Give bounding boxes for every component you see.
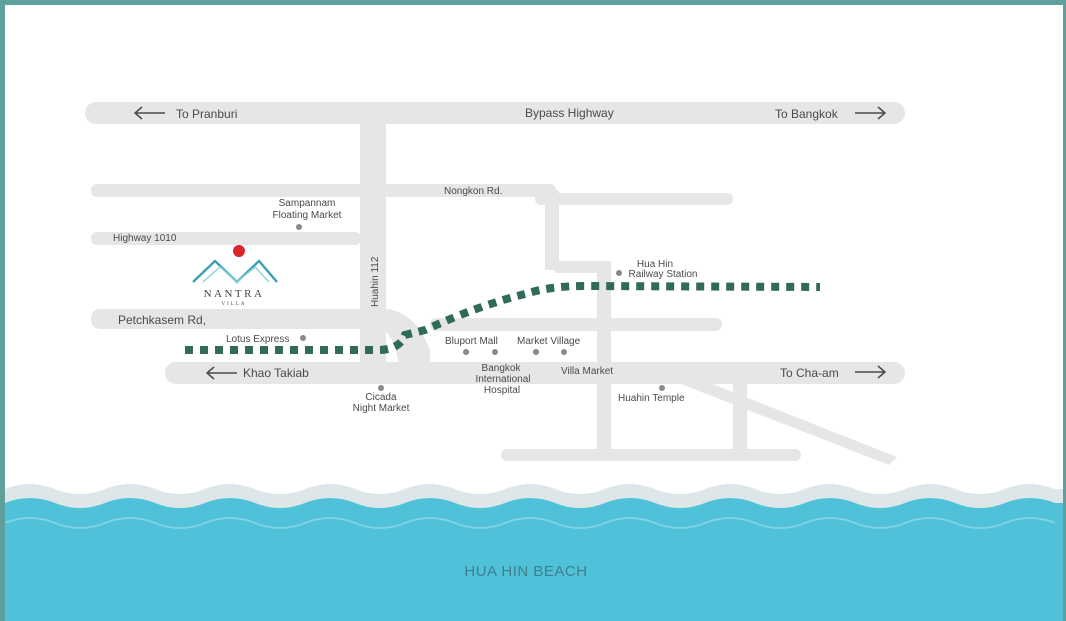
railway-line (185, 281, 821, 354)
market-village-label: Market Village (517, 336, 581, 347)
poi-dot (492, 349, 498, 355)
poi-dot (300, 335, 306, 341)
highway-1010-label: Highway 1010 (113, 233, 177, 244)
location-map: To Pranburi Bypass Highway To Bangkok No… (5, 102, 1063, 621)
highway-1010-road (91, 232, 361, 245)
market-village: Market Village (517, 336, 581, 355)
poi-dot (561, 349, 567, 355)
khao-takiab-arrow (205, 366, 237, 380)
mountain-sun-icon (192, 259, 278, 284)
huahin-112-road (360, 118, 386, 368)
khao-takiab-label: Khao Takiab (243, 366, 309, 380)
logo-sub: VILLA (222, 302, 247, 307)
sea-wave-line (5, 517, 1056, 529)
map-frame: To Pranburi Bypass Highway To Bangkok No… (5, 5, 1063, 621)
nongkon-vertical-road (545, 190, 559, 270)
bangkok-international-hospital: Bangkok International Hospital (475, 363, 530, 396)
to-bangkok-label: To Bangkok (775, 107, 839, 121)
logo-sun (233, 245, 245, 257)
to-pranburi-label: To Pranburi (176, 107, 237, 121)
to-cha-am-arrow (855, 365, 887, 379)
huahin-temple-label: Huahin Temple (618, 393, 685, 404)
lotus-express-label: Lotus Express (226, 334, 289, 345)
poi-dot (533, 349, 539, 355)
bypass-highway-road (85, 102, 905, 124)
to-pranburi-arrow (133, 106, 165, 120)
huahin-temple: Huahin Temple (618, 385, 685, 404)
hua-hin-railway-station: Hua Hin Railway Station (616, 259, 697, 280)
hua-hin-beach-label: HUA HIN BEACH (464, 563, 587, 580)
temple-vertical-road (733, 375, 747, 453)
hospital-label-line3: Hospital (484, 385, 520, 396)
poi-dot (378, 385, 384, 391)
nongkon-connector-road (555, 261, 610, 273)
cicada-label-line1: Cicada (365, 392, 397, 403)
petchkasem-road (91, 309, 430, 370)
bluport-mall: Bluport Mall (445, 336, 498, 355)
to-cha-am-label: To Cha-am (780, 366, 839, 380)
nantra-villa-logo: NANTRA VILLA (192, 245, 278, 307)
poi-dot (659, 385, 665, 391)
logo-name: NANTRA (204, 288, 265, 300)
poi-dot (296, 224, 302, 230)
sea-area: HUA HIN BEACH (5, 484, 1063, 621)
khao-takiab-road (165, 362, 905, 384)
southeast-diagonal-road (645, 370, 897, 465)
diagonal-road (430, 318, 722, 331)
poi-dot (463, 349, 469, 355)
to-bangkok-arrow (855, 106, 887, 120)
poi-dot (616, 270, 622, 276)
nongkon-road-label: Nongkon Rd. (444, 186, 502, 197)
cicada-label-line2: Night Market (353, 403, 410, 414)
southern-road (501, 449, 801, 461)
huahin-112-label: Huahin 112 (370, 256, 381, 307)
hospital-label-line2: International (475, 374, 530, 385)
bluport-mall-label: Bluport Mall (445, 336, 498, 347)
villa-market-label: Villa Market (561, 366, 613, 377)
hospital-label-line1: Bangkok (482, 363, 522, 374)
cicada-night-market: Cicada Night Market (353, 385, 410, 414)
bypass-highway-label: Bypass Highway (525, 106, 614, 120)
lotus-express: Lotus Express (226, 334, 306, 345)
petchkasem-road-label: Petchkasem Rd, (118, 313, 206, 327)
sampannam-label-line2: Floating Market (273, 210, 342, 221)
sea-water (5, 498, 1063, 621)
nongkon-road-west (91, 184, 556, 197)
sampannam-floating-market: Sampannam Floating Market (273, 198, 342, 230)
railway-station-label-line1: Hua Hin (637, 259, 673, 270)
sampannam-label-line1: Sampannam (279, 198, 336, 209)
railway-station-label-line2: Railway Station (629, 269, 698, 280)
railway-track (185, 281, 821, 354)
nongkon-road-east (535, 193, 733, 205)
railway-station-vertical-road (597, 261, 611, 453)
road-network (85, 102, 905, 465)
